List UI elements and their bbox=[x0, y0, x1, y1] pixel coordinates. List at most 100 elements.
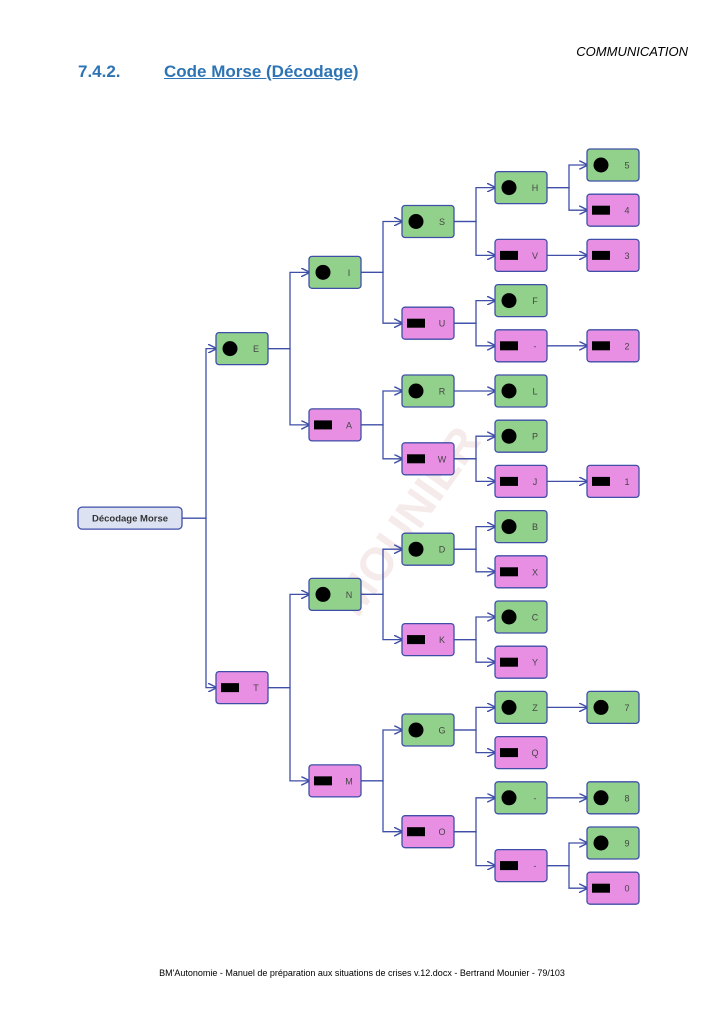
node-box bbox=[215, 670, 269, 705]
tree-edge bbox=[454, 322, 495, 346]
morse-dot-icon bbox=[315, 264, 331, 280]
node-box bbox=[586, 148, 640, 182]
tree-edge bbox=[547, 864, 587, 889]
morse-dot-icon bbox=[501, 699, 517, 715]
tree-node: - bbox=[494, 781, 548, 815]
tree-node: 7 bbox=[586, 690, 640, 725]
tree-node: K bbox=[401, 622, 455, 657]
tree-node: U bbox=[401, 306, 455, 340]
tree-edge bbox=[454, 188, 495, 223]
morse-dot-icon bbox=[408, 722, 424, 738]
node-box bbox=[215, 331, 269, 366]
tree-edge bbox=[454, 831, 495, 866]
node-label: M bbox=[345, 776, 353, 786]
node-box bbox=[494, 645, 548, 679]
morse-dot-icon bbox=[593, 157, 609, 173]
node-box bbox=[308, 255, 362, 290]
morse-dot-icon bbox=[593, 699, 609, 715]
tree-edge bbox=[547, 165, 587, 189]
morse-dash-icon bbox=[500, 861, 518, 871]
node-label: K bbox=[439, 635, 445, 645]
tree-node: 1 bbox=[586, 464, 640, 499]
morse-dash-icon bbox=[407, 318, 425, 328]
tree-edge bbox=[547, 186, 587, 211]
morse-dash-icon bbox=[500, 567, 518, 577]
tree-edge bbox=[454, 798, 495, 833]
morse-dot-icon bbox=[408, 383, 424, 399]
tree-node: - bbox=[494, 329, 548, 363]
section-header: COMMUNICATION bbox=[576, 44, 688, 59]
tree-edge bbox=[361, 222, 402, 273]
tree-node: 9 bbox=[586, 826, 640, 860]
tree-edge bbox=[268, 272, 309, 350]
node-label: O bbox=[438, 827, 445, 837]
tree-edge bbox=[361, 271, 402, 323]
node-label: L bbox=[532, 387, 537, 397]
tree-edge bbox=[454, 548, 495, 572]
tree-edge bbox=[454, 707, 495, 731]
tree-node: 5 bbox=[586, 148, 640, 182]
morse-dot-icon bbox=[408, 214, 424, 229]
node-label: - bbox=[534, 341, 537, 351]
node-label: 9 bbox=[624, 839, 629, 849]
morse-dash-icon bbox=[500, 748, 518, 758]
morse-dot-icon bbox=[593, 790, 609, 806]
tree-node: I bbox=[308, 255, 362, 290]
node-box bbox=[401, 374, 455, 408]
tree-edge bbox=[361, 593, 402, 639]
node-label: H bbox=[532, 183, 539, 193]
tree-node: A bbox=[308, 408, 362, 442]
node-box bbox=[494, 848, 548, 883]
node-label: 2 bbox=[624, 341, 629, 351]
node-box bbox=[494, 329, 548, 363]
tree-edge bbox=[454, 220, 495, 256]
morse-dash-icon bbox=[592, 476, 610, 486]
node-label: V bbox=[532, 251, 538, 261]
tree-node: O bbox=[401, 815, 455, 849]
tree-node: J bbox=[494, 464, 548, 499]
tree-node: L bbox=[494, 374, 548, 408]
node-box bbox=[586, 193, 640, 227]
morse-dash-icon bbox=[221, 683, 239, 693]
morse-dash-icon bbox=[500, 657, 518, 667]
tree-node: P bbox=[494, 419, 548, 453]
tree-edge bbox=[454, 638, 495, 663]
tree-edge bbox=[547, 843, 587, 867]
node-label: 1 bbox=[624, 477, 629, 487]
node-label: W bbox=[438, 454, 447, 464]
node-label: B bbox=[532, 522, 538, 532]
tree-node: M bbox=[308, 764, 362, 798]
morse-dash-icon bbox=[500, 476, 518, 486]
tree-node: 0 bbox=[586, 871, 640, 905]
tree-node: W bbox=[401, 442, 455, 476]
node-box bbox=[401, 442, 455, 476]
node-label: 7 bbox=[624, 703, 629, 713]
tree-node: B bbox=[494, 509, 548, 544]
tree-node: C bbox=[494, 600, 548, 634]
node-label: A bbox=[346, 420, 352, 430]
tree-edge bbox=[454, 527, 495, 550]
node-box bbox=[586, 871, 640, 905]
node-label: D bbox=[439, 545, 446, 555]
tree-edge bbox=[182, 349, 216, 519]
node-box bbox=[494, 600, 548, 634]
node-box bbox=[494, 238, 548, 273]
node-box bbox=[308, 408, 362, 442]
morse-dash-icon bbox=[407, 635, 425, 645]
tree-node: D bbox=[401, 532, 455, 566]
node-label: - bbox=[534, 793, 537, 803]
tree-node: S bbox=[401, 204, 455, 239]
node-label: 0 bbox=[624, 884, 629, 894]
tree-edge bbox=[454, 617, 495, 641]
tree-edges bbox=[182, 165, 587, 888]
node-box bbox=[401, 815, 455, 849]
node-box bbox=[494, 464, 548, 499]
node-label: J bbox=[533, 477, 538, 487]
tree-edge bbox=[361, 780, 402, 832]
node-label: U bbox=[439, 319, 446, 329]
tree-node: 4 bbox=[586, 193, 640, 227]
morse-dash-icon bbox=[592, 341, 610, 351]
node-box bbox=[494, 555, 548, 589]
morse-dash-icon bbox=[407, 454, 425, 464]
